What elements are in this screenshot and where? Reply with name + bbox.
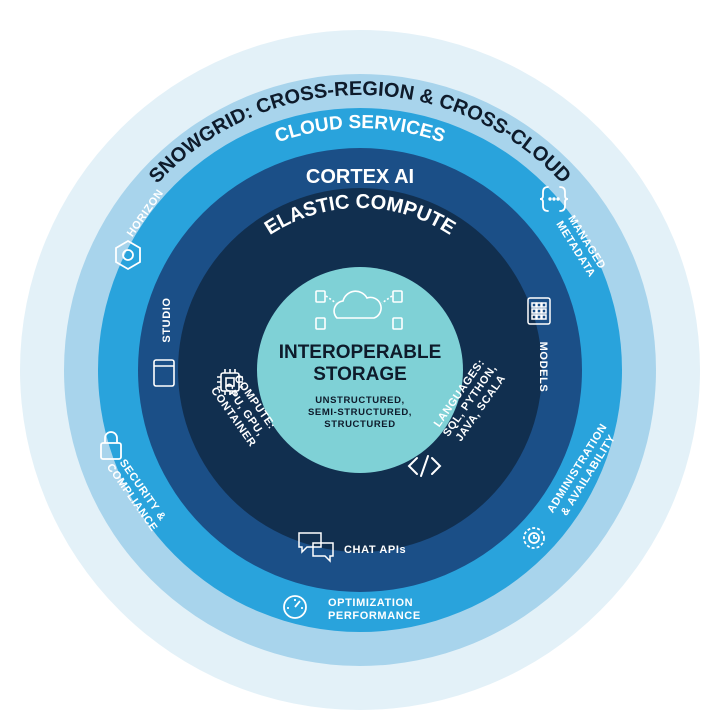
gear-clock-icon: [523, 527, 545, 549]
code-tag-icon: [407, 455, 442, 477]
storage-type-unstructured: UNSTRUCTURED,: [315, 395, 405, 406]
studio-label: STUDIO: [161, 297, 173, 342]
grid-icon: [527, 297, 551, 325]
cortex-ai-title: CORTEX AI: [306, 166, 414, 188]
models-label: MODELS: [537, 342, 549, 393]
speedometer-icon: [283, 595, 307, 619]
storage-type-structured: STRUCTURED: [324, 419, 395, 430]
padlock-icon: [100, 431, 122, 460]
storage-title-line2: STORAGE: [313, 364, 407, 385]
optimization-label-line2: PERFORMANCE: [328, 610, 421, 622]
chat-bubbles-icon: [298, 532, 334, 563]
braces-dots-icon: [539, 186, 569, 212]
window-icon: [153, 359, 175, 387]
chat-apis-label: CHAT APIs: [344, 544, 406, 556]
optimization-label-line1: OPTIMIZATION: [328, 597, 413, 609]
chip-icon: [217, 369, 243, 395]
cloud-files-icon: [315, 290, 403, 330]
storage-title-line1: INTEROPERABLE: [279, 342, 442, 363]
storage-type-semi-structured: SEMI-STRUCTURED,: [308, 407, 412, 418]
storage-core: [257, 267, 463, 473]
compass-hexagon-icon: [115, 239, 141, 271]
